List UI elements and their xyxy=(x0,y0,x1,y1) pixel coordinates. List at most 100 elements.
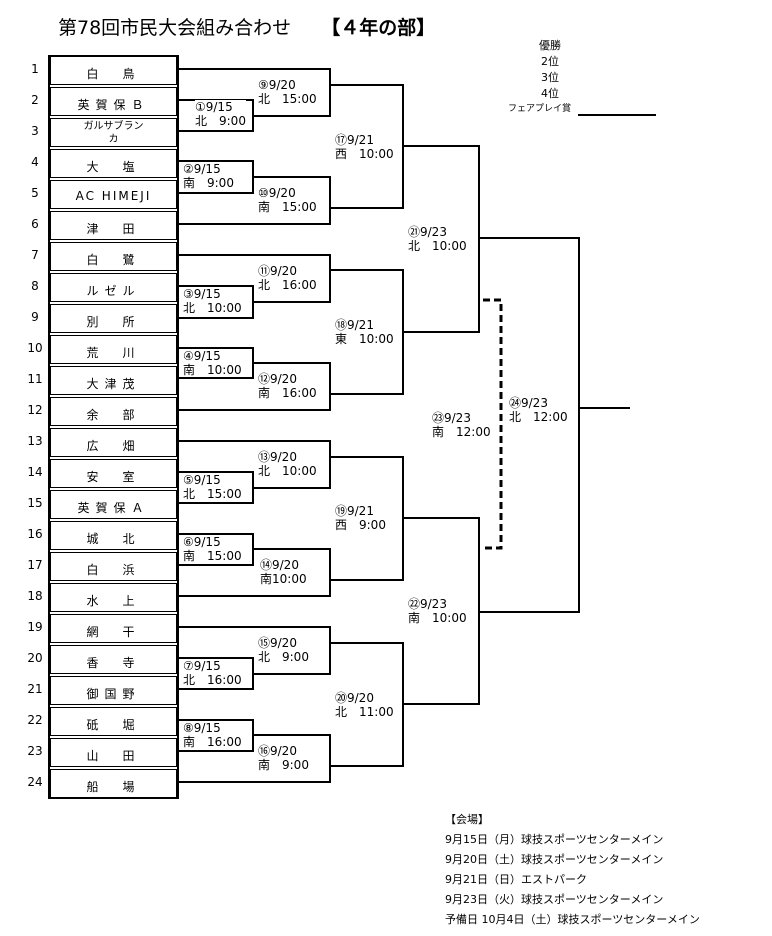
match-22-label: ㉒9/23 南 10:00 xyxy=(408,597,467,625)
team-number: 20 xyxy=(27,651,43,665)
team-box: 香 寺 xyxy=(50,645,177,674)
team-row: 6 津 田 xyxy=(22,210,177,241)
team-row: 20 香 寺 xyxy=(22,644,177,675)
team-name: 別 所 xyxy=(86,315,141,329)
team-name: 安 室 xyxy=(86,470,141,484)
team-name: 砥 堀 xyxy=(86,718,141,732)
team-row: 10 荒 川 xyxy=(22,334,177,365)
team-box: ルゼル xyxy=(50,273,177,302)
bracket-m14 xyxy=(179,548,331,597)
team-name: 余 部 xyxy=(86,408,141,422)
team-box: 大 塩 xyxy=(50,149,177,178)
fairplay-blank-line xyxy=(578,114,656,116)
match-8-label: ⑧9/15 南 16:00 xyxy=(183,721,242,749)
team-name: 山 田 xyxy=(86,749,141,763)
team-row: 4 大 塩 xyxy=(22,148,177,179)
team-row: 13 広 畑 xyxy=(22,427,177,458)
team-name: 英賀保Ａ xyxy=(77,501,150,515)
venue-line: 9月15日（月）球技スポーツセンターメイン xyxy=(445,833,664,846)
team-number: 17 xyxy=(27,558,43,572)
match-21-label: ㉑9/23 北 10:00 xyxy=(408,225,467,253)
team-row: 15 英賀保Ａ xyxy=(22,489,177,520)
team-number: 11 xyxy=(27,372,43,386)
match-13-label: ⑬9/20 北 10:00 xyxy=(258,450,317,478)
bracket-m12 xyxy=(179,362,331,411)
match-3-label: ③9/15 北 10:00 xyxy=(183,287,242,315)
team-box: 網 干 xyxy=(50,614,177,643)
match-18-label: ⑱9/21 東 10:00 xyxy=(335,318,394,346)
fourth-place-label: 4位 xyxy=(541,87,559,100)
match-4-label: ④9/15 南 10:00 xyxy=(183,349,242,377)
bracket-m10 xyxy=(179,176,331,225)
team-box: 城 北 xyxy=(50,521,177,550)
bracket-m13 xyxy=(179,440,331,489)
venue-title: 【会場】 xyxy=(445,813,489,826)
team-name: 香 寺 xyxy=(86,656,141,670)
team-name: AC HIMEJI xyxy=(75,189,152,203)
team-box: 別 所 xyxy=(50,304,177,333)
match-11-label: ⑪9/20 北 16:00 xyxy=(258,264,317,292)
team-name: 津 田 xyxy=(86,222,141,236)
team-box: 余 部 xyxy=(50,397,177,426)
team-number: 3 xyxy=(31,124,39,138)
team-row: 17 白 浜 xyxy=(22,551,177,582)
team-name: 御国野 xyxy=(86,687,141,701)
match-6-label: ⑥9/15 南 15:00 xyxy=(183,535,242,563)
team-number: 23 xyxy=(27,744,43,758)
team-number: 7 xyxy=(31,248,39,262)
team-name: 水 上 xyxy=(86,594,141,608)
team-row: 11 大津茂 xyxy=(22,365,177,396)
match-2-label: ②9/15 南 9:00 xyxy=(183,162,234,190)
team-number: 5 xyxy=(31,186,39,200)
fairplay-label: フェアプレイ賞 xyxy=(508,104,572,114)
winner-label: 優勝 xyxy=(539,39,561,52)
team-row: 9 別 所 xyxy=(22,303,177,334)
team-number: 8 xyxy=(31,279,39,293)
results-list: 優勝 2位 3位 4位 xyxy=(500,38,600,102)
team-number: 6 xyxy=(31,217,39,231)
team-box: 水 上 xyxy=(50,583,177,612)
team-number: 4 xyxy=(31,155,39,169)
team-number: 9 xyxy=(31,310,39,324)
team-box: 大津茂 xyxy=(50,366,177,395)
team-box: 英賀保Ｂ xyxy=(50,87,177,116)
team-box: 御国野 xyxy=(50,676,177,705)
second-place-label: 2位 xyxy=(541,55,559,68)
venue-line: 9月23日（火）球技スポーツセンターメイン xyxy=(445,893,664,906)
team-box: 山 田 xyxy=(50,738,177,767)
match-1-label: ①9/15 北 9:00 xyxy=(195,100,246,128)
team-row: 23 山 田 xyxy=(22,737,177,768)
team-number: 15 xyxy=(27,496,43,510)
match-5-label: ⑤9/15 北 15:00 xyxy=(183,473,242,501)
team-number: 1 xyxy=(31,62,39,76)
team-box: 砥 堀 xyxy=(50,707,177,736)
team-number: 24 xyxy=(27,775,43,789)
team-box: 広 畑 xyxy=(50,428,177,457)
team-number: 16 xyxy=(27,527,43,541)
match-16-label: ⑯9/20 南 9:00 xyxy=(258,744,309,772)
team-box: 英賀保Ａ xyxy=(50,490,177,519)
bracket-m11 xyxy=(179,254,331,303)
match-23-label: ㉓9/23 南 12:00 xyxy=(432,411,491,439)
team-name: 英賀保Ｂ xyxy=(77,98,150,112)
bracket-m9 xyxy=(179,68,331,117)
team-number: 12 xyxy=(27,403,43,417)
third-place-label: 3位 xyxy=(541,71,559,84)
team-box: 荒 川 xyxy=(50,335,177,364)
team-name: 広 畑 xyxy=(86,439,141,453)
team-box: ガルサブラン カ xyxy=(50,118,177,147)
team-name: 白 浜 xyxy=(86,563,141,577)
team-box: 安 室 xyxy=(50,459,177,488)
venue-line: 9月21日（日）エストパーク xyxy=(445,873,587,886)
team-number: 13 xyxy=(27,434,43,448)
venue-line: 9月20日（土）球技スポーツセンターメイン xyxy=(445,853,664,866)
match-7-label: ⑦9/15 北 16:00 xyxy=(183,659,242,687)
team-box: 船 場 xyxy=(50,769,177,798)
team-number: 10 xyxy=(27,341,43,355)
